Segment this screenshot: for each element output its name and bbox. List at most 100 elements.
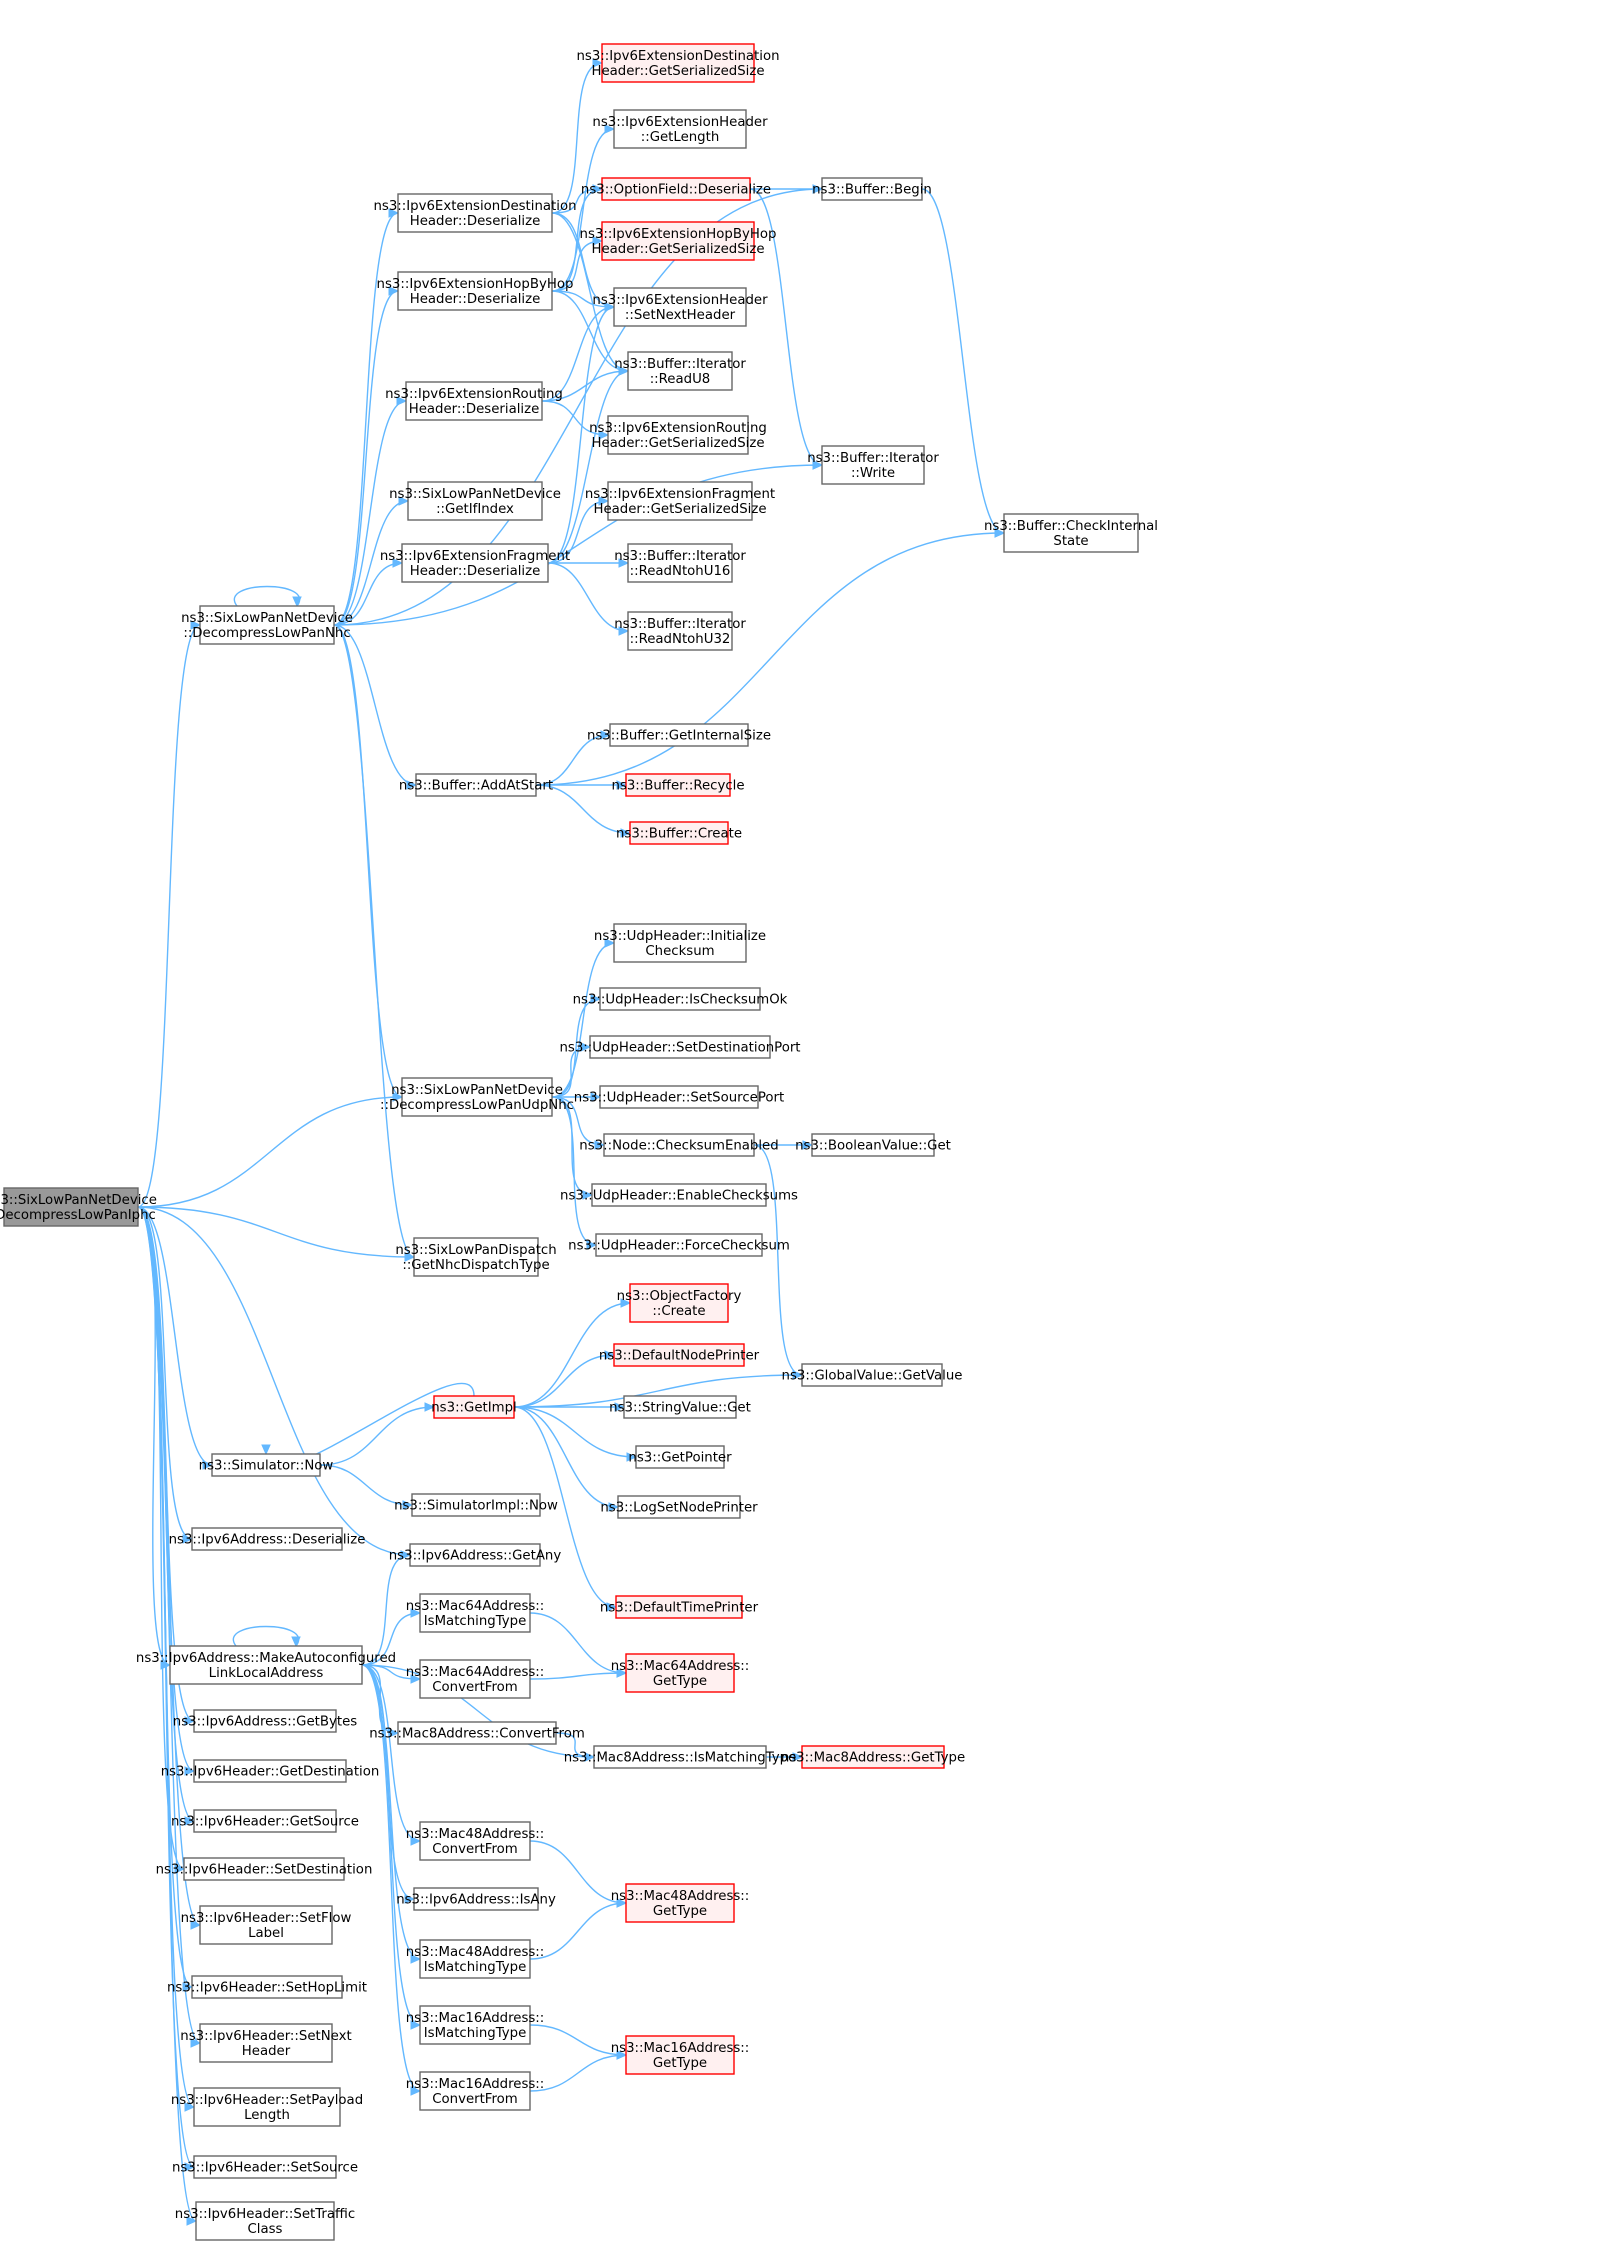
node-simnow[interactable]: ns3::Simulator::Now: [199, 1453, 334, 1477]
edge-line: [551, 212, 629, 372]
node-getifidx[interactable]: ns3::SixLowPanNetDevice::GetIfIndex: [389, 481, 561, 521]
node-root[interactable]: ns3::SixLowPanNetDevice::DecompressLowPa…: [0, 1187, 157, 1227]
edge-arrowhead: [292, 596, 302, 608]
call-edge-nhc-to-nhcdisp: [333, 624, 416, 1262]
node-label-line: Header::GetSerializedSize: [591, 242, 764, 257]
edge-arrowhead: [590, 994, 602, 1004]
node-box: [627, 611, 733, 651]
node-deftime[interactable]: ns3::DefaultTimePrinter: [600, 1595, 759, 1619]
node-mac64conv[interactable]: ns3::Mac64Address::ConvertFrom: [406, 1659, 545, 1699]
node-readu8[interactable]: ns3::Buffer::Iterator::ReadU8: [614, 351, 746, 391]
node-getbytes[interactable]: ns3::Ipv6Address::GetBytes: [173, 1709, 357, 1733]
node-optdeser[interactable]: ns3::OptionField::Deserialize: [581, 177, 771, 201]
node-extfragsize[interactable]: ns3::Ipv6ExtensionFragmentHeader::GetSer…: [585, 481, 775, 521]
node-ip6isany[interactable]: ns3::Ipv6Address::IsAny: [396, 1887, 556, 1911]
node-readntoh16[interactable]: ns3::Buffer::Iterator::ReadNtohU16: [614, 543, 746, 583]
node-label-line: ns3::Ipv6Header::SetTraffic: [175, 2207, 355, 2222]
node-label-line: Header: [242, 2044, 291, 2059]
node-strget[interactable]: ns3::StringValue::Get: [609, 1395, 751, 1419]
edge-arrowhead: [792, 1370, 804, 1380]
node-mac8type[interactable]: ns3::Mac8Address::GetType: [781, 1745, 965, 1769]
node-label-line: ::ReadNtohU16: [630, 564, 731, 579]
node-label-line: ns3::Ipv6Header::SetHopLimit: [167, 1981, 367, 1996]
node-mac64type[interactable]: ns3::Mac64Address::GetType: [611, 1653, 750, 1693]
node-label-line: Header::GetSerializedSize: [593, 502, 766, 517]
node-logset[interactable]: ns3::LogSetNodePrinter: [600, 1495, 758, 1519]
edge-line: [547, 306, 615, 564]
node-label-line: ns3::UdpHeader::SetSourcePort: [574, 1091, 784, 1106]
node-box: [821, 177, 923, 201]
node-exthop[interactable]: ns3::Ipv6ExtensionHopByHopHeader::Deseri…: [377, 271, 574, 311]
node-setsrc[interactable]: ns3::Ipv6Header::SetSource: [172, 2155, 358, 2179]
node-exthopsize[interactable]: ns3::Ipv6ExtensionHopByHopHeader::GetSer…: [580, 221, 777, 261]
node-bufrecycle[interactable]: ns3::Buffer::Recycle: [611, 773, 745, 797]
edge-line: [551, 998, 601, 1098]
node-mac16match[interactable]: ns3::Mac16Address::IsMatchingType: [406, 2005, 545, 2045]
node-udpisck[interactable]: ns3::UdpHeader::IsChecksumOk: [573, 987, 788, 1011]
node-extfrag[interactable]: ns3::Ipv6ExtensionFragmentHeader::Deseri…: [380, 543, 570, 583]
call-edge-udpnhc-to-nodeck: [551, 1096, 606, 1150]
node-getptr[interactable]: ns3::GetPointer: [628, 1445, 732, 1469]
node-box: [593, 1745, 767, 1769]
call-edge-mkauto-to-mkauto: [232, 1625, 301, 1648]
node-sethop[interactable]: ns3::Ipv6Header::SetHopLimit: [167, 1975, 367, 1999]
node-nhcdisp[interactable]: ns3::SixLowPanDispatch::GetNhcDispatchTy…: [395, 1237, 557, 1277]
node-exthdrlen[interactable]: ns3::Ipv6ExtensionHeader::GetLength: [592, 109, 768, 149]
node-box: [397, 271, 553, 311]
node-udpsetdp[interactable]: ns3::UdpHeader::SetDestinationPort: [559, 1035, 801, 1059]
node-box: [613, 1343, 745, 1367]
node-udpnhc[interactable]: ns3::SixLowPanNetDevice::DecompressLowPa…: [380, 1077, 574, 1117]
node-nodeck[interactable]: ns3::Node::ChecksumEnabled: [579, 1133, 779, 1157]
node-mkauto[interactable]: ns3::Ipv6Address::MakeAutoconfiguredLink…: [136, 1645, 396, 1685]
node-setnext[interactable]: ns3::Ipv6Header::SetNextHeader: [180, 2023, 352, 2063]
node-extdestsize[interactable]: ns3::Ipv6ExtensionDestinationHeader::Get…: [576, 43, 780, 83]
node-udpenck[interactable]: ns3::UdpHeader::EnableChecksums: [560, 1183, 798, 1207]
node-boolget[interactable]: ns3::BooleanValue::Get: [795, 1133, 951, 1157]
node-label-line: GetType: [653, 2056, 707, 2071]
call-edge-mkauto-to-mac64match: [361, 1608, 422, 1666]
edge-line: [551, 188, 603, 292]
edge-line: [551, 62, 603, 214]
node-getimpl[interactable]: ns3::GetImpl: [431, 1395, 517, 1419]
node-bufbegin[interactable]: ns3::Buffer::Begin: [812, 177, 932, 201]
node-ip6deser[interactable]: ns3::Ipv6Address::Deserialize: [169, 1527, 366, 1551]
node-nhc[interactable]: ns3::SixLowPanNetDevice::DecompressLowPa…: [181, 605, 353, 645]
node-extdest[interactable]: ns3::Ipv6ExtensionDestinationHeader::Des…: [373, 193, 577, 233]
node-udpsetsp[interactable]: ns3::UdpHeader::SetSourcePort: [574, 1085, 784, 1109]
node-readntoh32[interactable]: ns3::Buffer::Iterator::ReadNtohU32: [614, 611, 746, 651]
node-extrout[interactable]: ns3::Ipv6ExtensionRoutingHeader::Deseria…: [385, 381, 563, 421]
node-addatstart[interactable]: ns3::Buffer::AddAtStart: [399, 773, 553, 797]
node-mac48type[interactable]: ns3::Mac48Address::GetType: [611, 1883, 750, 1923]
node-gvget[interactable]: ns3::GlobalValue::GetValue: [782, 1363, 963, 1387]
node-setnexthdr[interactable]: ns3::Ipv6ExtensionHeader::SetNextHeader: [592, 287, 768, 327]
node-objfact[interactable]: ns3::ObjectFactory::Create: [617, 1283, 742, 1323]
edge-line: [361, 1554, 411, 1666]
node-ip6getany[interactable]: ns3::Ipv6Address::GetAny: [389, 1543, 562, 1567]
node-getsrc[interactable]: ns3::Ipv6Header::GetSource: [171, 1809, 359, 1833]
node-mac48match[interactable]: ns3::Mac48Address::IsMatchingType: [406, 1939, 545, 1979]
node-getdest[interactable]: ns3::Ipv6Header::GetDestination: [161, 1759, 380, 1783]
edge-line: [541, 400, 609, 436]
node-extroutsize[interactable]: ns3::Ipv6ExtensionRoutingHeader::GetSeri…: [589, 415, 767, 455]
node-iterwrite[interactable]: ns3::Buffer::Iterator::Write: [807, 445, 939, 485]
node-mac8match[interactable]: ns3::Mac8Address::IsMatchingType: [564, 1745, 797, 1769]
node-mac64match[interactable]: ns3::Mac64Address::IsMatchingType: [406, 1593, 545, 1633]
node-mac8conv[interactable]: ns3::Mac8Address::ConvertFrom: [369, 1721, 585, 1745]
node-setdest[interactable]: ns3::Ipv6Header::SetDestination: [156, 1857, 373, 1881]
node-label-line: ns3::SixLowPanDispatch: [395, 1243, 556, 1258]
node-box: [609, 723, 749, 747]
node-bufcreate[interactable]: ns3::Buffer::Create: [616, 821, 742, 845]
node-defnode[interactable]: ns3::DefaultNodePrinter: [599, 1343, 760, 1367]
node-box: [615, 1595, 743, 1619]
node-bufgetint[interactable]: ns3::Buffer::GetInternalSize: [587, 723, 771, 747]
node-simimplnow[interactable]: ns3::SimulatorImpl::Now: [394, 1493, 558, 1517]
node-udpforce[interactable]: ns3::UdpHeader::ForceChecksum: [568, 1233, 790, 1257]
node-mac16conv[interactable]: ns3::Mac16Address::ConvertFrom: [406, 2071, 545, 2111]
node-mac16type[interactable]: ns3::Mac16Address::GetType: [611, 2035, 750, 2075]
node-mac48conv[interactable]: ns3::Mac48Address::ConvertFrom: [406, 1821, 545, 1861]
